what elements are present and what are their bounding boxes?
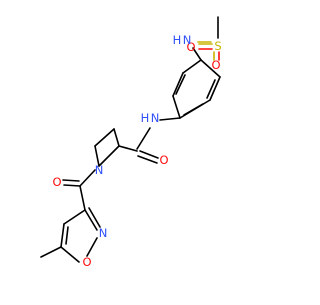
atom-n-sulfonamide: N xyxy=(183,33,192,47)
bond-c-o-amide-b xyxy=(137,155,158,164)
bond-c-o-amide-a xyxy=(139,150,159,159)
ring-bond-1 xyxy=(200,59,221,78)
isoxazole-bond-c3-n-b xyxy=(88,207,101,228)
bond-c-o-acyl-b xyxy=(62,179,80,182)
ring-bond-2 xyxy=(209,76,221,101)
ring-inner-bond-a xyxy=(206,79,216,99)
bond-ring-nh xyxy=(159,117,181,121)
bond-carbonyl-azetidine xyxy=(118,145,138,152)
bond-c-o-acyl-a xyxy=(63,184,81,187)
atom-h-amide: H xyxy=(141,111,150,125)
atom-n-isoxazole: N xyxy=(99,226,108,240)
isoxazole-bond-c3-n xyxy=(84,209,98,231)
azetidine-bond-4 xyxy=(98,145,120,167)
isoxazole-ring xyxy=(40,207,101,263)
azetidine-bond-3 xyxy=(94,145,100,167)
isoxazole-bond-c5-c4 xyxy=(60,223,65,248)
bond-n-acyl xyxy=(79,169,96,187)
benzene-ring xyxy=(172,59,221,119)
isoxazole-bond-c5-c4-b xyxy=(65,226,69,245)
methanesulfonyl-group xyxy=(197,16,220,61)
isoxazole-bond-n-o xyxy=(86,237,98,257)
atom-labels: S O O N H N H O N O N O xyxy=(52,33,221,269)
ring-bond-5 xyxy=(172,72,184,97)
atom-s: S xyxy=(214,39,221,53)
bond-acyl-isoxazole xyxy=(79,185,86,211)
azetidine-bond-1 xyxy=(113,128,120,147)
isoxazole-bond-c4-c3 xyxy=(63,209,86,225)
atom-o-sulfonyl-bottom: O xyxy=(211,58,220,72)
atom-o-acyl: O xyxy=(52,175,61,189)
amide-linkage xyxy=(118,117,181,164)
acyl-linkage xyxy=(62,169,96,211)
bond-c5-methyl xyxy=(40,246,62,258)
bond-nh-ring xyxy=(192,47,202,61)
atom-n-amide: N xyxy=(151,111,160,125)
isoxazole-bond-o-c5 xyxy=(60,246,80,263)
azetidine-ring xyxy=(94,128,120,167)
molecule-canvas: S O O N H N H O N O N O xyxy=(40,16,222,269)
structure-diagram: S O O N H N H O N O N O xyxy=(40,16,222,269)
atom-o-amide: O xyxy=(159,153,168,167)
atom-n-azetidine: N xyxy=(95,163,104,177)
atom-o-sulfonyl-left: O xyxy=(186,40,195,54)
ring-bond-6 xyxy=(182,59,202,74)
atom-h-sulfonamide: H xyxy=(173,33,182,47)
ring-inner-bond-b xyxy=(175,74,186,95)
bond-nh-carbonyl xyxy=(136,127,151,150)
azetidine-bond-2 xyxy=(94,128,115,147)
ring-bond-4 xyxy=(172,95,181,119)
atom-o-isoxazole: O xyxy=(82,255,91,269)
ring-inner-bond-c xyxy=(183,103,204,116)
